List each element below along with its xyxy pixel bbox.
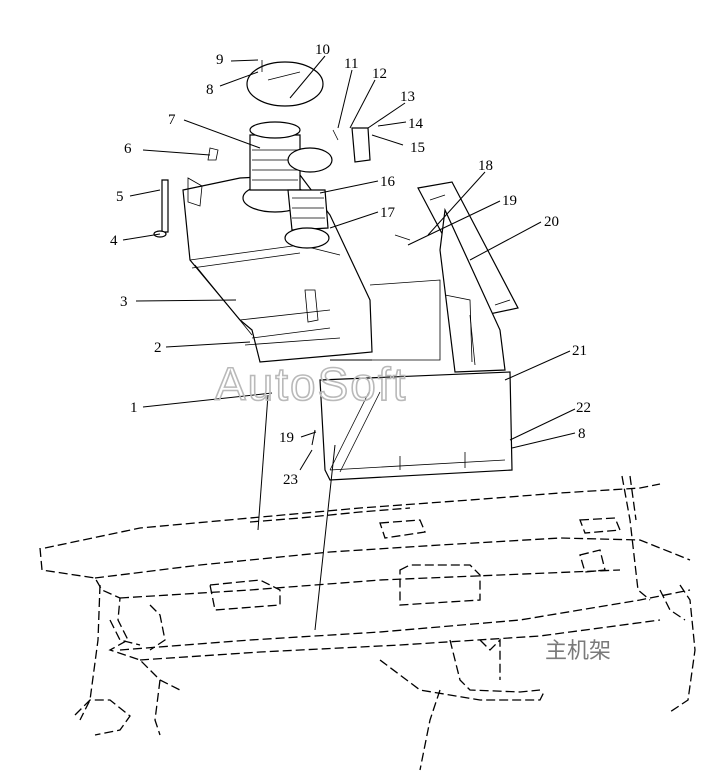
- callout-13: 13: [400, 89, 415, 105]
- callout-23: 23: [283, 472, 298, 488]
- leader-lines: [122, 55, 576, 471]
- main-frame-outline: [39, 475, 696, 771]
- callout-19: 19: [502, 193, 517, 209]
- base-support: [319, 279, 513, 481]
- callout-2: 2: [154, 340, 162, 356]
- callout-20: 20: [544, 214, 559, 230]
- callout-8b: 8: [578, 426, 586, 442]
- callout-4: 4: [110, 233, 118, 249]
- filter-assembly: [242, 60, 371, 249]
- callout-14: 14: [408, 116, 424, 132]
- callout-17: 17: [380, 205, 396, 221]
- callout-16: 16: [380, 174, 396, 190]
- callout-labels: 9 8 10 11 12 13 14 15 7 6 5 4 16 17 18 1…: [110, 42, 591, 488]
- caption-main-frame: 主机架: [545, 639, 611, 664]
- callout-19b: 19: [279, 430, 294, 446]
- callout-11: 11: [344, 56, 358, 72]
- callout-6: 6: [124, 141, 132, 157]
- callout-8: 8: [206, 82, 214, 98]
- callout-18: 18: [478, 158, 493, 174]
- watermark: AutoSoft: [215, 358, 407, 410]
- callout-15: 15: [410, 140, 425, 156]
- callout-10: 10: [315, 42, 330, 58]
- callout-5: 5: [116, 189, 124, 205]
- callout-1: 1: [130, 400, 138, 416]
- support-column: [394, 181, 519, 373]
- callout-21: 21: [572, 343, 587, 359]
- callout-3: 3: [120, 294, 128, 310]
- callout-9: 9: [216, 52, 224, 68]
- callout-22: 22: [576, 400, 591, 416]
- rod-and-fasteners: [153, 147, 219, 238]
- callout-7: 7: [168, 112, 176, 128]
- callout-12: 12: [372, 66, 387, 82]
